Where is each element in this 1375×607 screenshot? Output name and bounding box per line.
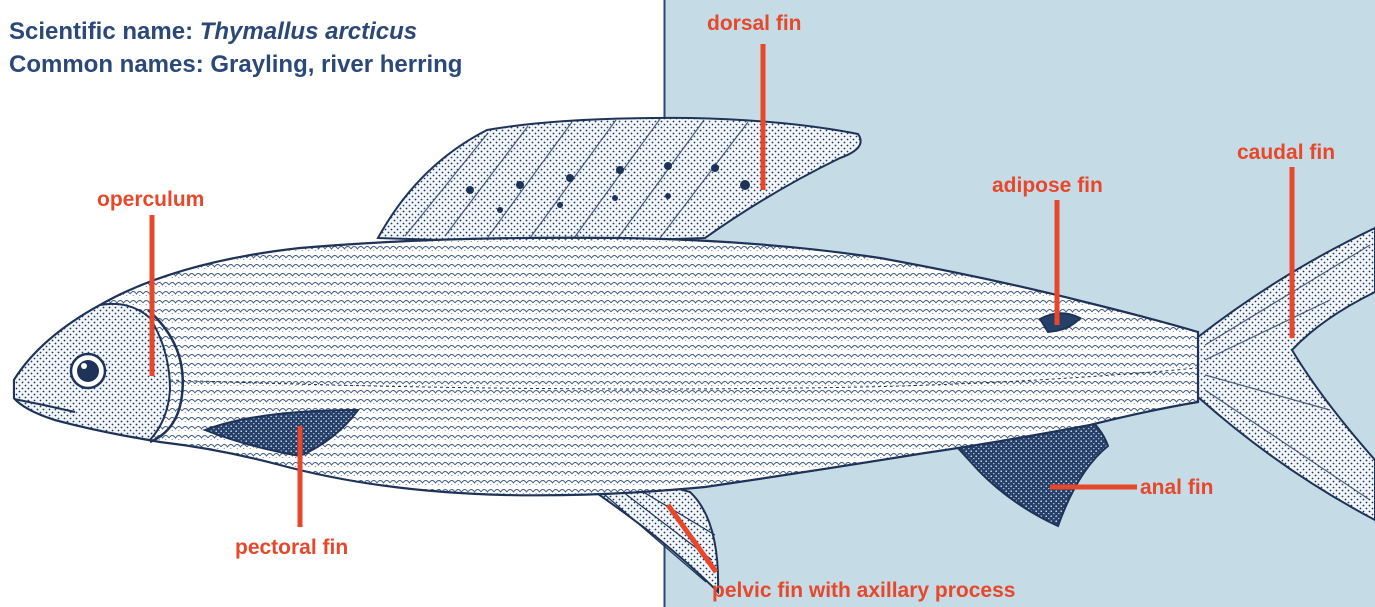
label-pelvic-fin: pelvic fin with axillary process (712, 579, 1015, 603)
label-anal-fin: anal fin (1140, 476, 1214, 500)
common-names-line: Common names: Grayling, river herring (9, 51, 462, 79)
label-caudal-fin: caudal fin (1237, 141, 1335, 165)
label-pectoral-fin: pectoral fin (235, 536, 348, 560)
scientific-name-line: Scientific name: Thymallus arcticus (9, 18, 417, 46)
label-dorsal-fin: dorsal fin (707, 12, 802, 36)
label-adipose-fin: adipose fin (992, 174, 1103, 198)
label-operculum: operculum (97, 188, 204, 212)
scientific-name-prefix: Scientific name: (9, 18, 200, 45)
scientific-name: Thymallus arcticus (200, 18, 417, 45)
fish-eye (71, 354, 105, 388)
